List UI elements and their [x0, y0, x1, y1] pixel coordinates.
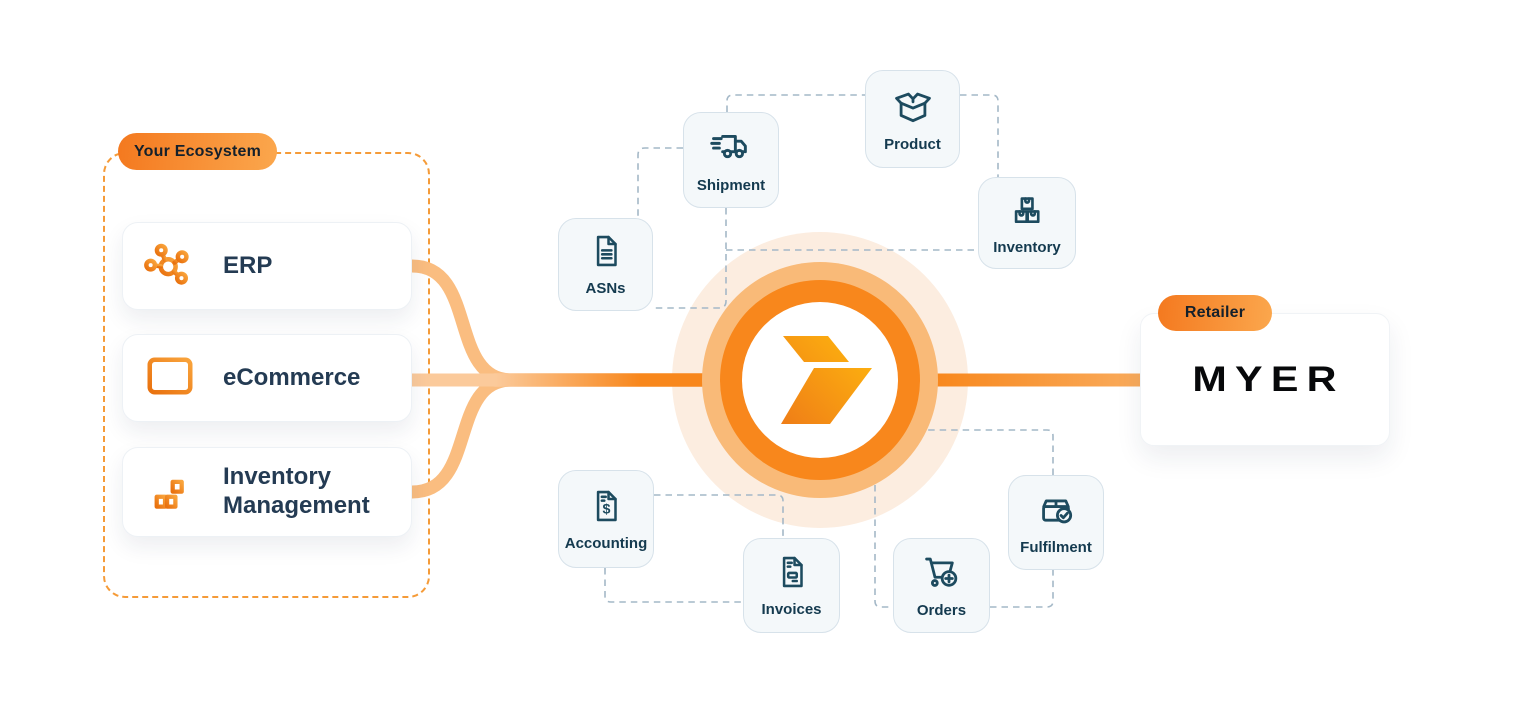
erp-network-icon	[143, 237, 197, 296]
dashed-connectors	[604, 94, 1054, 608]
flow-erp	[405, 259, 519, 387]
node-accounting: $ Accounting	[558, 470, 654, 568]
node-product: Product	[865, 70, 960, 168]
hub-chevron-logo	[781, 336, 872, 424]
retailer-badge: Retailer	[1158, 295, 1272, 331]
inventory-management-label: Inventory Management	[223, 463, 370, 519]
ecosystem-card-erp: ERP	[122, 222, 412, 310]
node-shipment: Shipment	[683, 112, 779, 208]
connector-accounting-invoices-left	[604, 568, 743, 603]
connector-orders-fulfilment	[990, 570, 1054, 608]
node-fulfilment: Fulfilment	[1008, 475, 1104, 570]
accounting-label: Accounting	[564, 534, 648, 552]
inventory-label: Inventory	[993, 238, 1061, 256]
flow-lines	[405, 259, 1147, 499]
ecosystem-badge: Your Ecosystem	[118, 133, 277, 170]
connector-shipment-asns-lower	[653, 208, 727, 309]
connector-hub-orders	[874, 462, 893, 608]
asns-label: ASNs	[585, 280, 626, 297]
hub	[702, 262, 938, 498]
connector-shipment-asns	[637, 147, 683, 218]
fulfilment-package-check-icon	[1035, 489, 1077, 534]
connector-accounting-invoices-top	[654, 494, 784, 538]
fulfilment-label: Fulfilment	[1020, 539, 1092, 556]
orders-cart-plus-icon	[921, 552, 963, 597]
ecommerce-browser-icon	[143, 349, 197, 408]
invoices-label: Invoices	[761, 601, 822, 618]
node-invoices: Invoices	[743, 538, 840, 633]
invoices-document-icon	[773, 553, 811, 596]
inventory-boxes-icon	[1007, 191, 1047, 234]
ecosystem-badge-label: Your Ecosystem	[134, 142, 261, 160]
product-open-box-icon	[892, 86, 934, 131]
ecommerce-label: eCommerce	[223, 363, 361, 391]
connector-shipment-product	[726, 94, 865, 112]
node-orders: Orders	[893, 538, 990, 633]
shipment-truck-icon	[709, 127, 753, 172]
retailer-badge-label: Retailer	[1184, 304, 1246, 321]
flow-inventory-management	[405, 373, 519, 499]
connector-fulfilment-hub	[905, 429, 1054, 475]
retailer-card: MYER	[1140, 313, 1390, 446]
connector-product-inventory	[960, 94, 999, 177]
ecosystem-card-ecommerce: eCommerce	[122, 334, 412, 422]
asns-document-icon	[587, 232, 625, 275]
shipment-label: Shipment	[696, 176, 766, 194]
node-asns: ASNs	[558, 218, 653, 311]
orders-label: Orders	[916, 602, 967, 619]
logo-upper-arm	[783, 336, 849, 362]
logo-lower-arm	[781, 368, 872, 424]
erp-label: ERP	[223, 251, 273, 279]
inventory-shelf-icon	[143, 463, 197, 522]
myer-logo: MYER	[1192, 359, 1345, 399]
node-inventory: Inventory	[978, 177, 1076, 269]
svg-text:$: $	[603, 501, 611, 517]
product-label: Product	[884, 135, 941, 153]
ecosystem-card-inventory-management: Inventory Management	[122, 447, 412, 537]
accounting-dollar-document-icon: $	[587, 487, 625, 530]
